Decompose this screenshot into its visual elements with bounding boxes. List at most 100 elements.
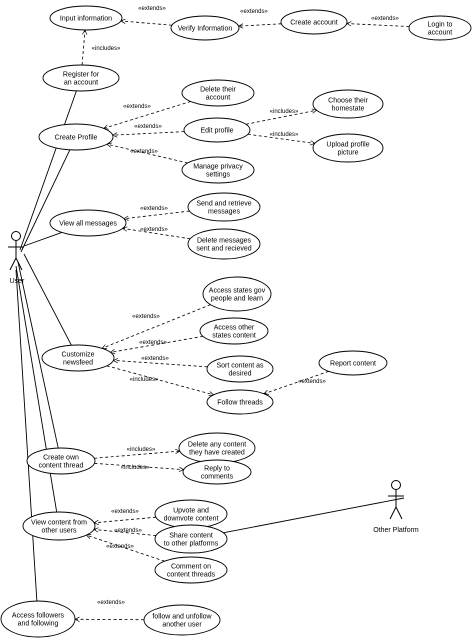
use-case-label: content threads xyxy=(167,572,216,579)
use-case-label: Access other xyxy=(214,325,255,332)
dependency-verify_information-input_information xyxy=(121,21,172,26)
use-case-label: comments xyxy=(201,474,234,481)
use-case-label: Upload profile xyxy=(326,142,369,149)
dependency-label: «includes» xyxy=(121,465,150,471)
dependency-label: «includes» xyxy=(92,46,121,52)
use-case-label: an account xyxy=(64,80,98,87)
use-case-input-information[interactable]: Input information xyxy=(49,5,123,31)
use-case-ellipse xyxy=(206,389,274,415)
use-case-label: View content from xyxy=(31,520,87,527)
use-case-label: picture xyxy=(337,150,358,157)
dependency-edit_profile-create_profile xyxy=(113,131,185,136)
dependency-label: «extends» xyxy=(123,104,151,110)
use-case-edit-profile[interactable]: Edit profile xyxy=(183,117,251,143)
dependency-access_other_states-customize_newsfeed xyxy=(110,335,204,352)
use-case-label: Verify Information xyxy=(178,26,233,33)
use-case-label: messages xyxy=(208,209,240,216)
use-case-ellipse xyxy=(312,133,384,163)
use-case-label: Delete any content xyxy=(188,442,246,449)
use-case-label: other users xyxy=(41,528,77,535)
dependency-label: «extends» xyxy=(97,600,125,606)
dependency-label: «extends» xyxy=(139,340,167,346)
actor-user[interactable]: User xyxy=(8,231,25,286)
use-case-label: Register for xyxy=(63,72,100,79)
dependency-create_thread-reply_comments xyxy=(94,462,183,469)
use-case-ellipse xyxy=(183,117,251,143)
actor-left-leg xyxy=(389,506,397,520)
dependency-label: «includes» xyxy=(270,109,299,115)
association-other_platform-share_content xyxy=(223,497,405,534)
use-case-ellipse xyxy=(408,15,472,41)
use-case-ellipse xyxy=(38,123,114,151)
actor-head xyxy=(391,480,401,490)
use-case-ellipse xyxy=(280,9,348,35)
dependency-label: «extends» xyxy=(141,356,169,362)
use-case-label: Access states gov xyxy=(209,288,266,295)
use-case-label: homestate xyxy=(332,106,365,113)
actor-label: Other Platform xyxy=(373,527,419,534)
use-case-label: Reply to xyxy=(204,466,230,473)
dependency-login-create_account xyxy=(347,24,410,27)
use-case-label: sent and recieved xyxy=(196,246,251,253)
use-case-ellipse xyxy=(312,89,384,119)
association-user-register xyxy=(19,90,77,251)
use-case-label: Create own xyxy=(43,455,79,462)
use-case-label: Share content xyxy=(169,533,213,540)
use-case-view-messages[interactable]: View all messages xyxy=(49,209,127,237)
use-case-label: View all messages xyxy=(59,221,117,228)
use-case-label: downvote content xyxy=(164,516,219,523)
actor-other-platform[interactable]: Other Platform xyxy=(373,480,419,535)
use-case-follow-threads[interactable]: Follow threads xyxy=(206,389,274,415)
use-case-verify-information[interactable]: Verify Information xyxy=(170,15,240,41)
dependency-label: «extends» xyxy=(298,379,326,385)
dependency-delete_messages-view_messages xyxy=(123,228,191,240)
dependency-share_content-view_content xyxy=(94,529,157,536)
use-case-label: Create Profile xyxy=(55,135,98,142)
use-case-label: settings xyxy=(206,172,231,179)
dependency-edit_profile-upload_picture xyxy=(247,133,315,143)
association-lines xyxy=(15,90,405,602)
use-case-ellipse xyxy=(22,511,96,541)
dependency-label: «extends» xyxy=(140,227,168,233)
dependency-label: «extends» xyxy=(106,544,134,550)
actor-label: User xyxy=(10,278,25,285)
use-case-ellipse xyxy=(181,79,255,107)
dependency-label: «extends» xyxy=(140,206,168,212)
use-case-label: Choose their xyxy=(328,98,368,105)
use-case-create-profile[interactable]: Create Profile xyxy=(38,123,114,151)
dependency-create_account-verify_information xyxy=(239,24,282,26)
dependency-label: «extends» xyxy=(240,9,268,15)
use-case-label: desired xyxy=(229,371,252,378)
dependency-lines: «extends» «extends» «extends» «includes» «ex… xyxy=(75,6,410,620)
use-case-ellipse xyxy=(182,459,252,485)
use-case-label: they have created xyxy=(189,450,245,457)
use-case-report-content[interactable]: Report content xyxy=(318,350,388,376)
use-case-create-account[interactable]: Create account xyxy=(280,9,348,35)
use-case-ellipse xyxy=(199,317,269,345)
use-case-label: content thread xyxy=(39,463,84,470)
dependency-label: «includes» xyxy=(270,132,299,138)
association-user-access_followers xyxy=(15,269,38,602)
